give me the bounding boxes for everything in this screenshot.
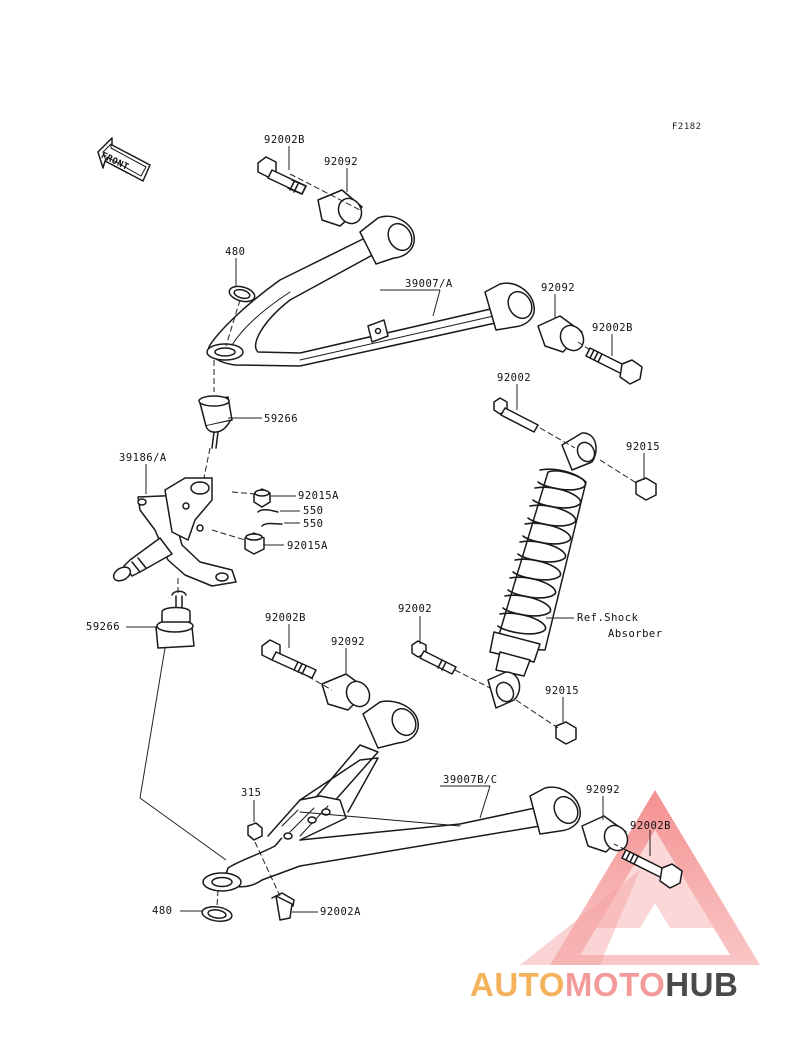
castle-nut-lower bbox=[244, 532, 265, 555]
label-92015-shock-lower-nut: 92015 bbox=[545, 685, 580, 697]
label-59266-lower-ball-joint: 59266 bbox=[86, 621, 121, 633]
label-39007BC-lower-arm: 39007B/C bbox=[443, 774, 498, 786]
front-arrow-icon bbox=[97, 137, 151, 182]
shock-upper-bolt bbox=[493, 397, 539, 433]
label-ref-absorber: Absorber bbox=[608, 628, 663, 640]
upper-front-bolt bbox=[257, 156, 307, 195]
lower-rear-bushing bbox=[581, 815, 629, 853]
label-92002B-upper-bolt: 92002B bbox=[264, 134, 305, 146]
label-92002B-lower-rear-bolt: 92002B bbox=[630, 820, 671, 832]
label-92015A-nut-2: 92015A bbox=[287, 540, 328, 552]
label-315-grease-nipple: 315 bbox=[241, 787, 262, 799]
watermark-hub: HUB bbox=[665, 966, 739, 1003]
upper-rear-bushing bbox=[537, 315, 585, 353]
watermark-triangle-icon bbox=[520, 790, 760, 965]
label-480-upper-ring: 480 bbox=[225, 246, 246, 258]
label-92015A-nut-1: 92015A bbox=[298, 490, 339, 502]
label-92015-shock-upper-nut: 92015 bbox=[626, 441, 661, 453]
label-92002-shock-lower-bolt: 92002 bbox=[398, 603, 433, 615]
upper-a-arm bbox=[206, 215, 535, 367]
label-59266-upper-ball-joint: 59266 bbox=[264, 413, 299, 425]
label-92002B-lower-bolt: 92002B bbox=[265, 612, 306, 624]
watermark-text: AUTOMOTOHUB bbox=[470, 966, 738, 1004]
shock-lower-bolt bbox=[411, 640, 457, 675]
upper-front-bushing bbox=[317, 189, 363, 227]
cotter-pin bbox=[257, 508, 283, 527]
label-92092-upper-rear-bushing: 92092 bbox=[541, 282, 576, 294]
upper-rear-bolt bbox=[585, 347, 643, 385]
label-92092-lower-bushing: 92092 bbox=[331, 636, 366, 648]
shock-upper-nut bbox=[635, 477, 657, 501]
watermark-auto: AUTO bbox=[470, 966, 565, 1003]
grease-nipple bbox=[247, 822, 263, 841]
lower-a-arm bbox=[202, 700, 581, 892]
watermark-moto: MOTO bbox=[564, 966, 666, 1003]
label-92092-upper-bushing: 92092 bbox=[324, 156, 359, 168]
shock-lower-nut bbox=[555, 721, 577, 745]
lower-ball-joint bbox=[155, 590, 195, 649]
label-550-pin-1: 550 bbox=[303, 505, 324, 517]
label-39186A-knuckle: 39186/A bbox=[119, 452, 167, 464]
label-550-pin-2: 550 bbox=[303, 518, 324, 530]
lower-rear-bolt bbox=[621, 849, 683, 889]
upper-snap-ring bbox=[228, 285, 256, 303]
steering-knuckle bbox=[112, 477, 237, 587]
lower-front-bushing bbox=[321, 673, 371, 711]
label-92092-lower-rear-bushing: 92092 bbox=[586, 784, 621, 796]
shock-absorber bbox=[487, 432, 597, 709]
castle-nut bbox=[253, 488, 271, 508]
upper-ball-joint bbox=[198, 395, 233, 449]
label-ref-shock: Ref.Shock bbox=[577, 612, 639, 624]
label-92002B-upper-rear-bolt: 92002B bbox=[592, 322, 633, 334]
figure-code: F2182 bbox=[672, 122, 702, 132]
lower-small-bolt bbox=[271, 892, 295, 921]
label-92002-shock-upper-bolt: 92002 bbox=[497, 372, 532, 384]
label-480-lower-ring: 480 bbox=[152, 905, 173, 917]
label-39007A-upper-arm: 39007/A bbox=[405, 278, 453, 290]
lower-front-bolt bbox=[261, 639, 317, 679]
label-92002A-bolt: 92002A bbox=[320, 906, 361, 918]
lower-snap-ring bbox=[201, 906, 233, 922]
